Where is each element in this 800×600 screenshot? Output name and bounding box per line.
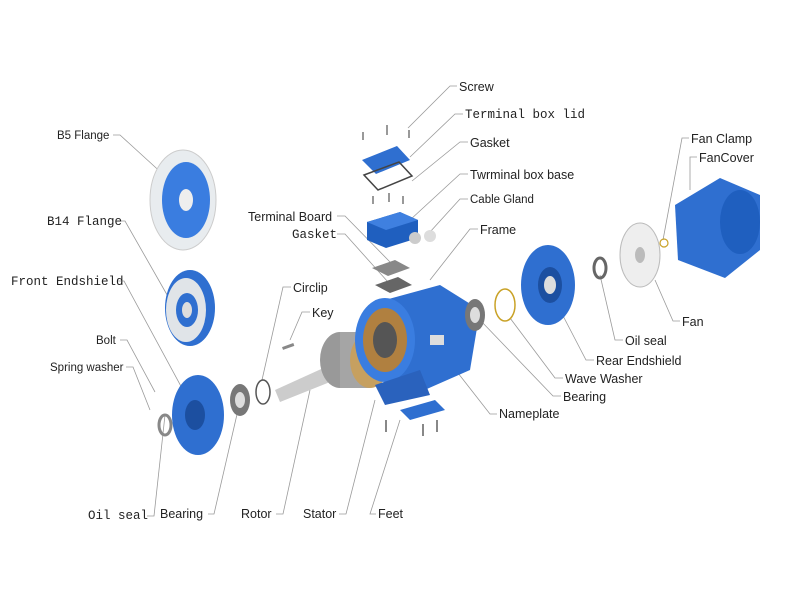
front-endshield <box>172 375 224 455</box>
label-bearing-front: Bearing <box>160 507 204 521</box>
label-fan: Fan <box>682 315 704 329</box>
label-terminal-box-base: Twrminal box base <box>470 168 575 182</box>
label-bolt: Bolt <box>96 335 116 347</box>
oil-seal-front <box>157 413 173 437</box>
label-stator: Stator <box>303 507 337 521</box>
label-wave-washer: Wave Washer <box>565 372 643 386</box>
screws <box>362 125 410 204</box>
label-terminal-box-lid: Terminal box lid <box>465 108 586 122</box>
terminal-box-gasket <box>362 161 414 191</box>
label-rotor: Rotor <box>241 507 272 521</box>
label-frame: Frame <box>480 223 517 237</box>
label-feet: Feet <box>378 507 404 521</box>
leader-lines <box>113 85 697 517</box>
fan-cover <box>675 178 760 278</box>
label-spring-washer: Spring washer <box>50 362 124 374</box>
b5-flange <box>149 149 217 251</box>
label-front-endshield: Front Endshield <box>11 275 124 289</box>
label-circlip: Circlip <box>293 281 328 295</box>
label-gasket-board: Gasket <box>292 228 338 242</box>
feet <box>385 400 445 436</box>
label-key: Key <box>312 306 334 320</box>
label-oil-seal-front: Oil seal <box>88 509 149 523</box>
label-oil-seal-rear: Oil seal <box>625 334 667 348</box>
label-fan-cover: FanCover <box>699 151 754 165</box>
label-terminal-board: Terminal Board <box>248 210 333 224</box>
nameplate <box>430 335 444 345</box>
stator-frame <box>355 285 480 405</box>
label-bearing-rear: Bearing <box>563 390 607 404</box>
label-gasket-top: Gasket <box>470 136 510 150</box>
key <box>282 343 295 350</box>
b14-flange <box>165 270 215 346</box>
terminal-box-lid <box>362 146 410 174</box>
label-fan-clamp: Fan Clamp <box>691 132 753 146</box>
oil-seal-rear <box>592 256 608 280</box>
label-screw: Screw <box>459 80 494 94</box>
circlip <box>255 379 271 405</box>
fan <box>619 222 661 288</box>
label-nameplate: Nameplate <box>499 407 560 421</box>
label-b14-flange: B14 Flange <box>47 215 123 229</box>
terminal-box-base <box>367 212 436 248</box>
fan-clamp <box>659 238 669 248</box>
bearing-front <box>230 384 250 416</box>
label-rear-endshield: Rear Endshield <box>596 354 682 368</box>
bearing-rear <box>465 299 485 331</box>
wave-washer <box>494 288 516 322</box>
terminal-board <box>372 260 412 293</box>
label-cable-gland: Cable Gland <box>470 194 534 206</box>
label-b5-flange: B5 Flange <box>57 130 110 142</box>
rear-endshield <box>521 245 575 325</box>
